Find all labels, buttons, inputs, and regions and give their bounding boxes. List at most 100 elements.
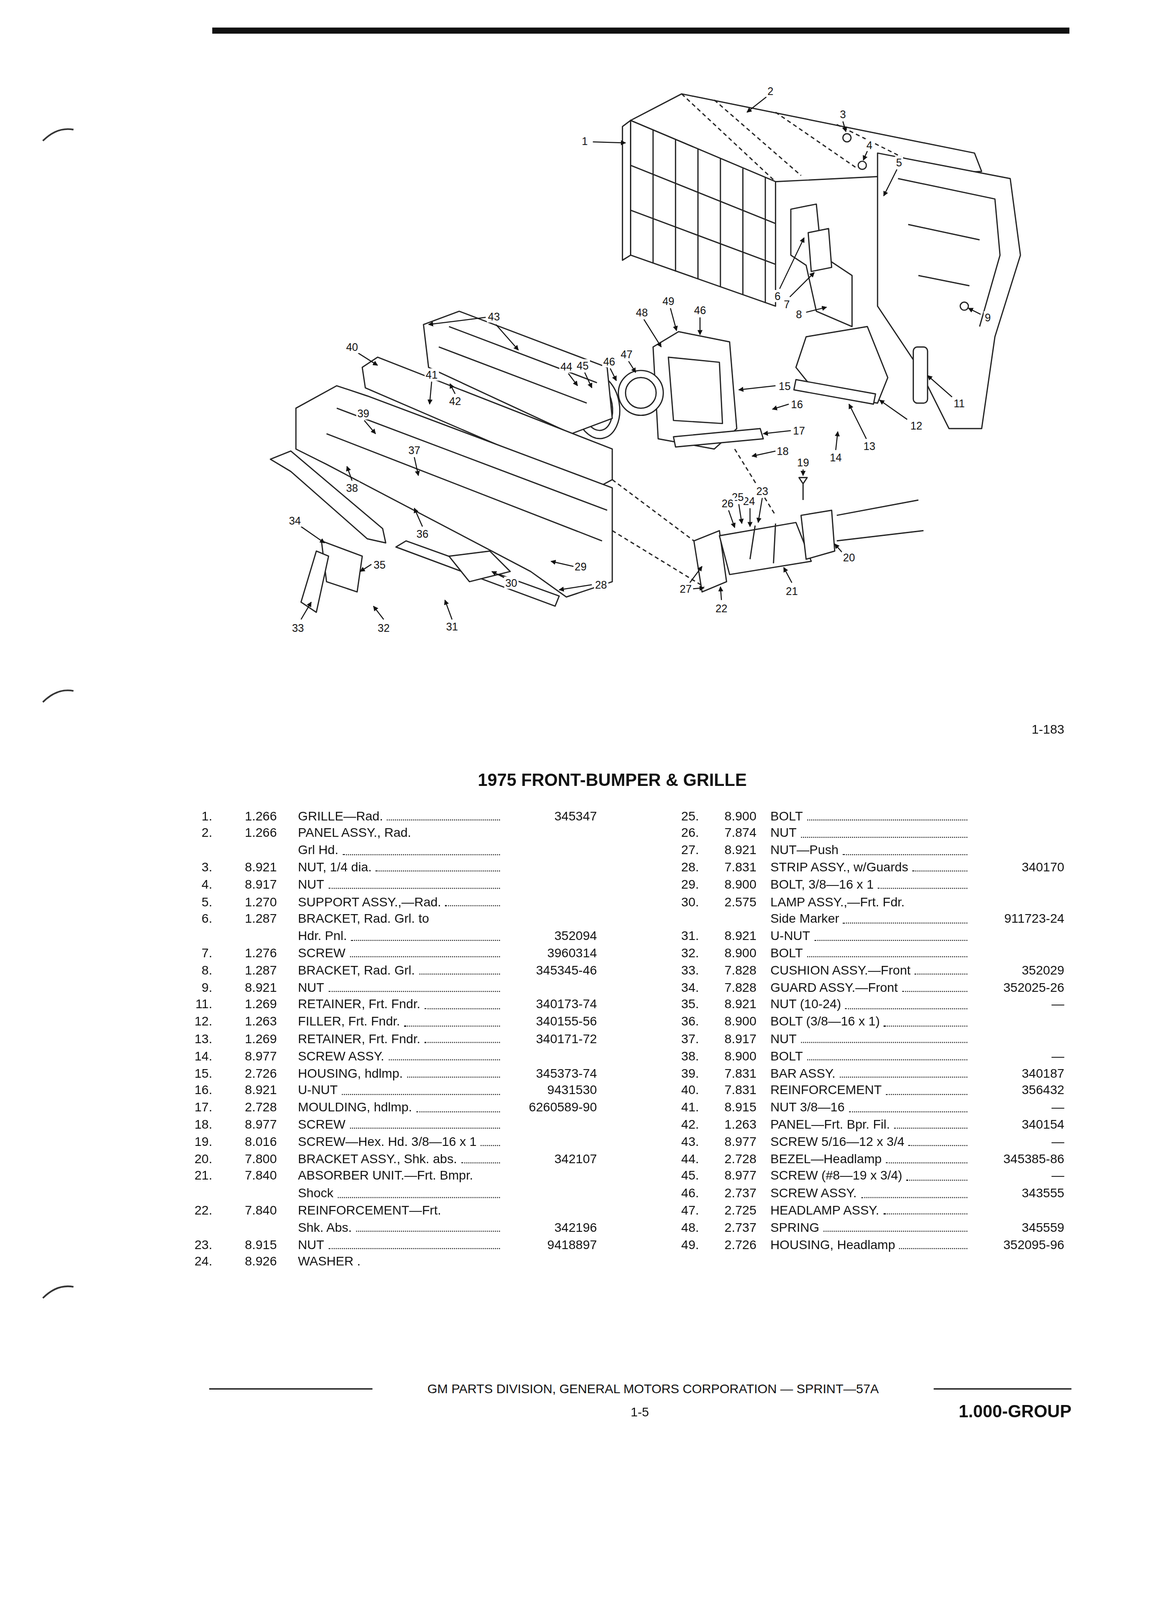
- part-number: 6260589-90: [529, 1099, 598, 1117]
- group-code: 7.828: [724, 979, 757, 997]
- group-code: 8.921: [724, 842, 757, 860]
- item-number: 49.: [681, 1236, 700, 1254]
- part-name: NUT (10-24): [770, 996, 841, 1014]
- part-drawing: [842, 133, 851, 142]
- leader-line: [429, 381, 432, 405]
- group-code: 2.726: [724, 1236, 757, 1254]
- dot-leader: [416, 1110, 500, 1112]
- part-name: BOLT: [770, 1047, 803, 1065]
- part-name: NUT, 1/4 dia.: [298, 859, 372, 877]
- part-name: HOUSING, hdlmp.: [298, 1064, 404, 1083]
- dot-leader: [885, 1093, 968, 1095]
- item-number: 8.: [201, 962, 213, 980]
- part-name: NUT: [298, 979, 325, 997]
- item-number: 20.: [194, 1150, 213, 1169]
- dot-leader: [843, 922, 968, 924]
- leader-line: [779, 237, 805, 289]
- part-drawing: [790, 204, 853, 327]
- callout-number: 46: [693, 304, 708, 317]
- part-number: 340170: [1021, 859, 1065, 877]
- callout-number: 40: [344, 340, 360, 354]
- item-number: 44.: [681, 1150, 700, 1169]
- dot-leader: [806, 1059, 968, 1061]
- item-number: 12.: [194, 1013, 213, 1031]
- item-number: 39.: [681, 1064, 700, 1083]
- group-code: 7.831: [724, 1064, 757, 1083]
- footer-rule: [209, 1388, 373, 1390]
- part-name: SCREW—Hex. Hd. 3/8—16 x 1: [298, 1133, 477, 1151]
- part-drawing: [321, 540, 363, 592]
- dot-leader: [800, 836, 968, 838]
- dot-leader: [823, 1230, 968, 1232]
- item-number: 11.: [195, 996, 213, 1014]
- callout-number: 43: [486, 310, 501, 323]
- item-number: 43.: [681, 1133, 700, 1151]
- group-code: 1.287: [244, 910, 277, 929]
- dot-leader: [404, 1024, 500, 1026]
- leader-line: [300, 526, 325, 543]
- part-drawing: [300, 550, 329, 613]
- dot-leader: [814, 939, 968, 941]
- group-code: 7.828: [724, 962, 757, 980]
- part-number: —: [1051, 1133, 1065, 1151]
- dot-leader: [800, 1042, 968, 1044]
- leader-line: [758, 498, 763, 523]
- callout-number: 18: [775, 444, 790, 458]
- dot-leader: [912, 870, 968, 872]
- part-name: NUT 3/8—16: [770, 1099, 845, 1117]
- dot-leader: [844, 1008, 968, 1010]
- group-code: 1.266: [244, 824, 277, 843]
- part-drawing: [858, 161, 867, 170]
- leader-line: [752, 450, 776, 456]
- group-code: 8.921: [244, 1082, 277, 1100]
- callout-number: 49: [661, 294, 676, 308]
- group-code: 8.900: [724, 944, 757, 963]
- group-code: 7.831: [724, 859, 757, 877]
- callout-number: 39: [356, 407, 371, 420]
- leader-line: [300, 96, 981, 620]
- part-name: SCREW 5/16—12 x 3/4: [770, 1133, 905, 1151]
- group-code: 2.575: [724, 893, 757, 911]
- dot-leader: [914, 973, 968, 975]
- group-code: 7.831: [724, 1082, 757, 1100]
- group-code: 8.977: [724, 1167, 757, 1185]
- part-name: U-NUT: [298, 1082, 338, 1100]
- part-drawing: [799, 477, 808, 500]
- leader-line: [968, 308, 981, 315]
- part-drawing: [668, 357, 723, 424]
- item-number: 38.: [681, 1047, 700, 1065]
- group-code: 8.977: [244, 1047, 277, 1065]
- leader-line: [728, 510, 735, 528]
- item-number: 23.: [194, 1236, 213, 1254]
- part-name: ABSORBER UNIT.—Frt. Bmpr. Shock: [298, 1167, 475, 1202]
- dot-leader: [341, 1093, 500, 1095]
- part-name: U-NUT: [770, 927, 810, 945]
- callout-number: 30: [504, 576, 519, 589]
- leader-line: [699, 317, 701, 335]
- part-number: 352095-96: [1003, 1236, 1065, 1254]
- dot-leader: [839, 1076, 968, 1078]
- leader-line: [360, 564, 372, 572]
- part-number: 340173-74: [535, 996, 597, 1014]
- part-drawing: [618, 370, 664, 416]
- part-drawing: [625, 377, 656, 409]
- group-code: 2.737: [724, 1184, 757, 1203]
- dot-leader: [460, 1162, 500, 1164]
- item-number: 4.: [201, 876, 213, 894]
- dot-leader: [355, 1230, 500, 1232]
- footer-rule: [933, 1388, 1072, 1390]
- item-number: 36.: [681, 1013, 700, 1031]
- dot-leader: [349, 956, 500, 958]
- part-name: GRILLE—Rad.: [298, 807, 384, 825]
- part-name: BOLT (3/8—16 x 1): [770, 1013, 880, 1031]
- dot-leader: [860, 1196, 968, 1198]
- group-code: 8.915: [724, 1099, 757, 1117]
- item-number: 28.: [681, 859, 700, 877]
- callout-number: 19: [796, 456, 811, 469]
- part-name: BRACKET, Rad. Grl. to Hdr. Pnl.: [298, 910, 431, 945]
- item-number: 48.: [681, 1218, 700, 1237]
- item-number: 2.: [201, 824, 213, 843]
- part-drawing: [612, 449, 776, 587]
- part-number: 345385-86: [1003, 1150, 1065, 1169]
- part-name: REINFORCEMENT—Frt. Shk. Abs.: [298, 1202, 443, 1237]
